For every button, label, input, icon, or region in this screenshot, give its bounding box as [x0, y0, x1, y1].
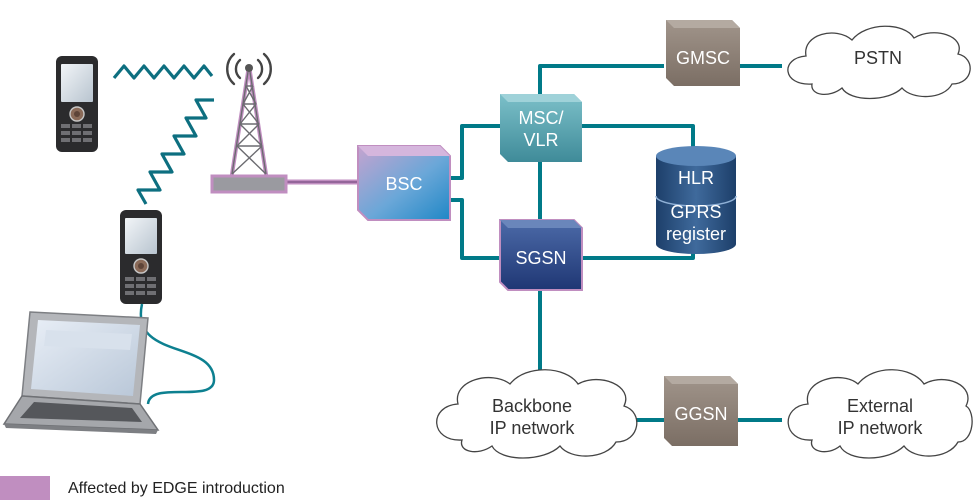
laptop-screen-window: [44, 330, 132, 350]
cloud-icon: [787, 25, 971, 100]
database-cylinder-icon: [656, 156, 736, 254]
node-gmsc: GMSC: [666, 20, 740, 86]
link-msc-hlr: [580, 124, 695, 148]
node-bsc: BSC: [357, 145, 451, 221]
node-msc-top: [500, 94, 582, 102]
node-msc-vlr: MSC/ VLR: [500, 94, 582, 162]
node-gmsc-box: [666, 20, 740, 86]
cloud-backbone-label-line2: IP network: [490, 418, 576, 438]
cloud-external-label-line1: External: [847, 396, 913, 416]
node-ggsn-box: [664, 376, 738, 446]
radio-tower-icon: [210, 52, 288, 194]
node-ggsn: GGSN: [664, 376, 738, 446]
node-gmsc-top: [666, 20, 740, 28]
cloud-pstn-label: PSTN: [854, 48, 902, 68]
cloud-pstn: PSTN: [787, 25, 971, 100]
node-sgsn-label: SGSN: [515, 248, 566, 268]
link-bsc-msc: [450, 124, 500, 180]
node-gprs-label-line2: register: [666, 224, 726, 244]
phone-laptop-cable: [139, 303, 216, 405]
mobile-phone-icon: [120, 210, 162, 304]
legend-swatch: [0, 476, 50, 500]
node-hlr-divider: [655, 195, 737, 207]
radio-wave-horizontal: [112, 64, 214, 80]
radio-waves: [112, 64, 214, 205]
radio-wave-diagonal: [136, 98, 214, 205]
node-msc-box: [500, 94, 582, 162]
cloud-external: External IP network: [787, 369, 973, 459]
node-hlr-label: HLR: [678, 168, 714, 188]
tower-base: [210, 174, 288, 194]
cloud-backbone-label-line1: Backbone: [492, 396, 572, 416]
node-gprs-label-line1: GPRS: [670, 202, 721, 222]
laptop-front-edge: [4, 424, 158, 434]
node-gmsc-label: GMSC: [676, 48, 730, 68]
legend-label: Affected by EDGE introduction: [68, 480, 285, 497]
laptop-keyboard: [20, 402, 142, 422]
cloud-icon: [436, 369, 638, 459]
node-sgsn-top: [500, 220, 582, 228]
laptop-icon: [2, 311, 160, 434]
node-bsc-top: [358, 146, 450, 156]
link-bsc-sgsn: [450, 198, 500, 260]
node-ggsn-label: GGSN: [674, 404, 727, 424]
node-msc-label-line1: MSC/: [519, 108, 564, 128]
mobile-phone-icon: [56, 56, 98, 152]
node-hlr: HLR GPRS register: [655, 146, 737, 254]
link-msc-gmsc: [538, 64, 664, 100]
node-sgsn: SGSN: [499, 219, 583, 291]
node-bsc-label: BSC: [385, 174, 422, 194]
node-msc-label-line2: VLR: [523, 130, 558, 150]
node-hlr-top: [656, 146, 736, 166]
legend: Affected by EDGE introduction: [0, 476, 285, 500]
cloud-icon: [787, 369, 973, 459]
cloud-external-label-line2: IP network: [838, 418, 924, 438]
node-ggsn-top: [664, 376, 738, 384]
cloud-backbone: Backbone IP network: [436, 369, 638, 459]
